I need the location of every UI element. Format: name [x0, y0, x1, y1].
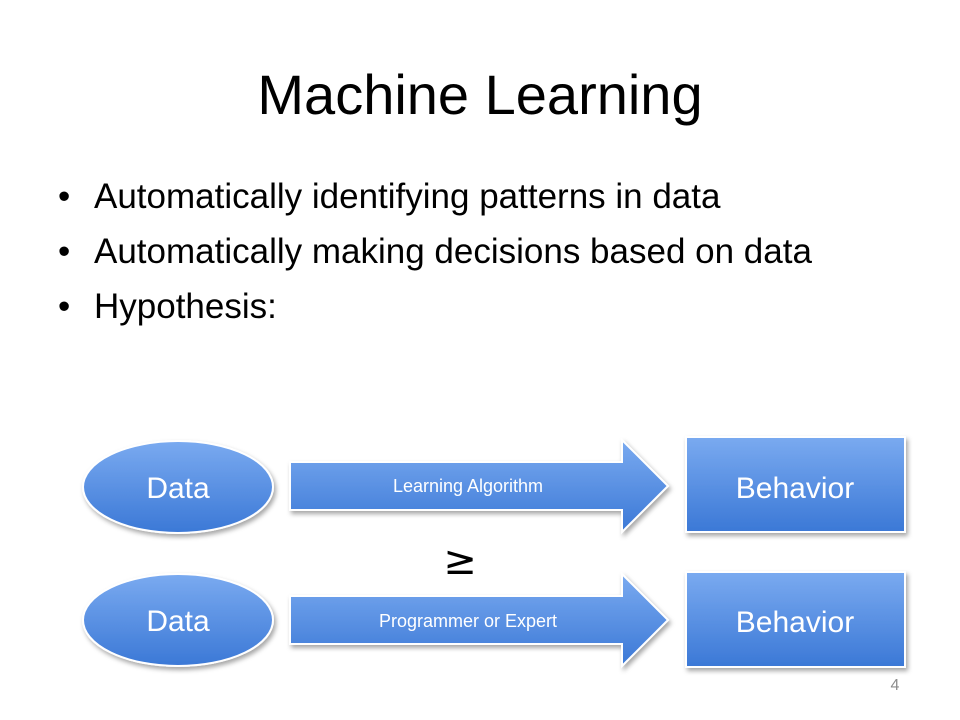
learning-algorithm-arrow [289, 437, 670, 535]
bullet-item: • Automatically identifying patterns in … [58, 176, 898, 218]
bullet-item: • Hypothesis: [58, 286, 898, 328]
slide-title: Machine Learning [257, 63, 703, 126]
bullet-text: Automatically identifying patterns in da… [94, 177, 721, 216]
behavior-box-label: Behavior [736, 606, 854, 639]
bullet-dot: • [58, 287, 71, 326]
programmer-expert-arrow [289, 571, 670, 669]
data-ellipse-label: Data [146, 472, 210, 505]
data-ellipse [82, 573, 274, 667]
behavior-box-label: Behavior [736, 472, 854, 505]
behavior-box [685, 436, 906, 533]
bullet-text: Hypothesis: [94, 287, 277, 326]
bullet-list: • Automatically identifying patterns in … [58, 176, 898, 341]
data-ellipse-label: Data [146, 605, 210, 638]
greater-equal-symbol: ≥ [443, 538, 477, 584]
data-ellipse [82, 440, 274, 534]
page-number: 4 [890, 677, 900, 694]
bullet-dot: • [58, 232, 71, 271]
bullet-item: • Automatically making decisions based o… [58, 231, 898, 273]
learning-algorithm-label: Learning Algorithm [393, 476, 543, 496]
diagram-row-learning: Data Learning Algorithm Behavior [82, 436, 906, 535]
behavior-box [685, 571, 906, 668]
bullet-dot: • [58, 177, 71, 216]
bullet-text: Automatically making decisions based on … [94, 232, 812, 271]
diagram-row-programmer: Data Programmer or Expert Behavior [82, 571, 906, 669]
programmer-expert-label: Programmer or Expert [379, 611, 557, 631]
